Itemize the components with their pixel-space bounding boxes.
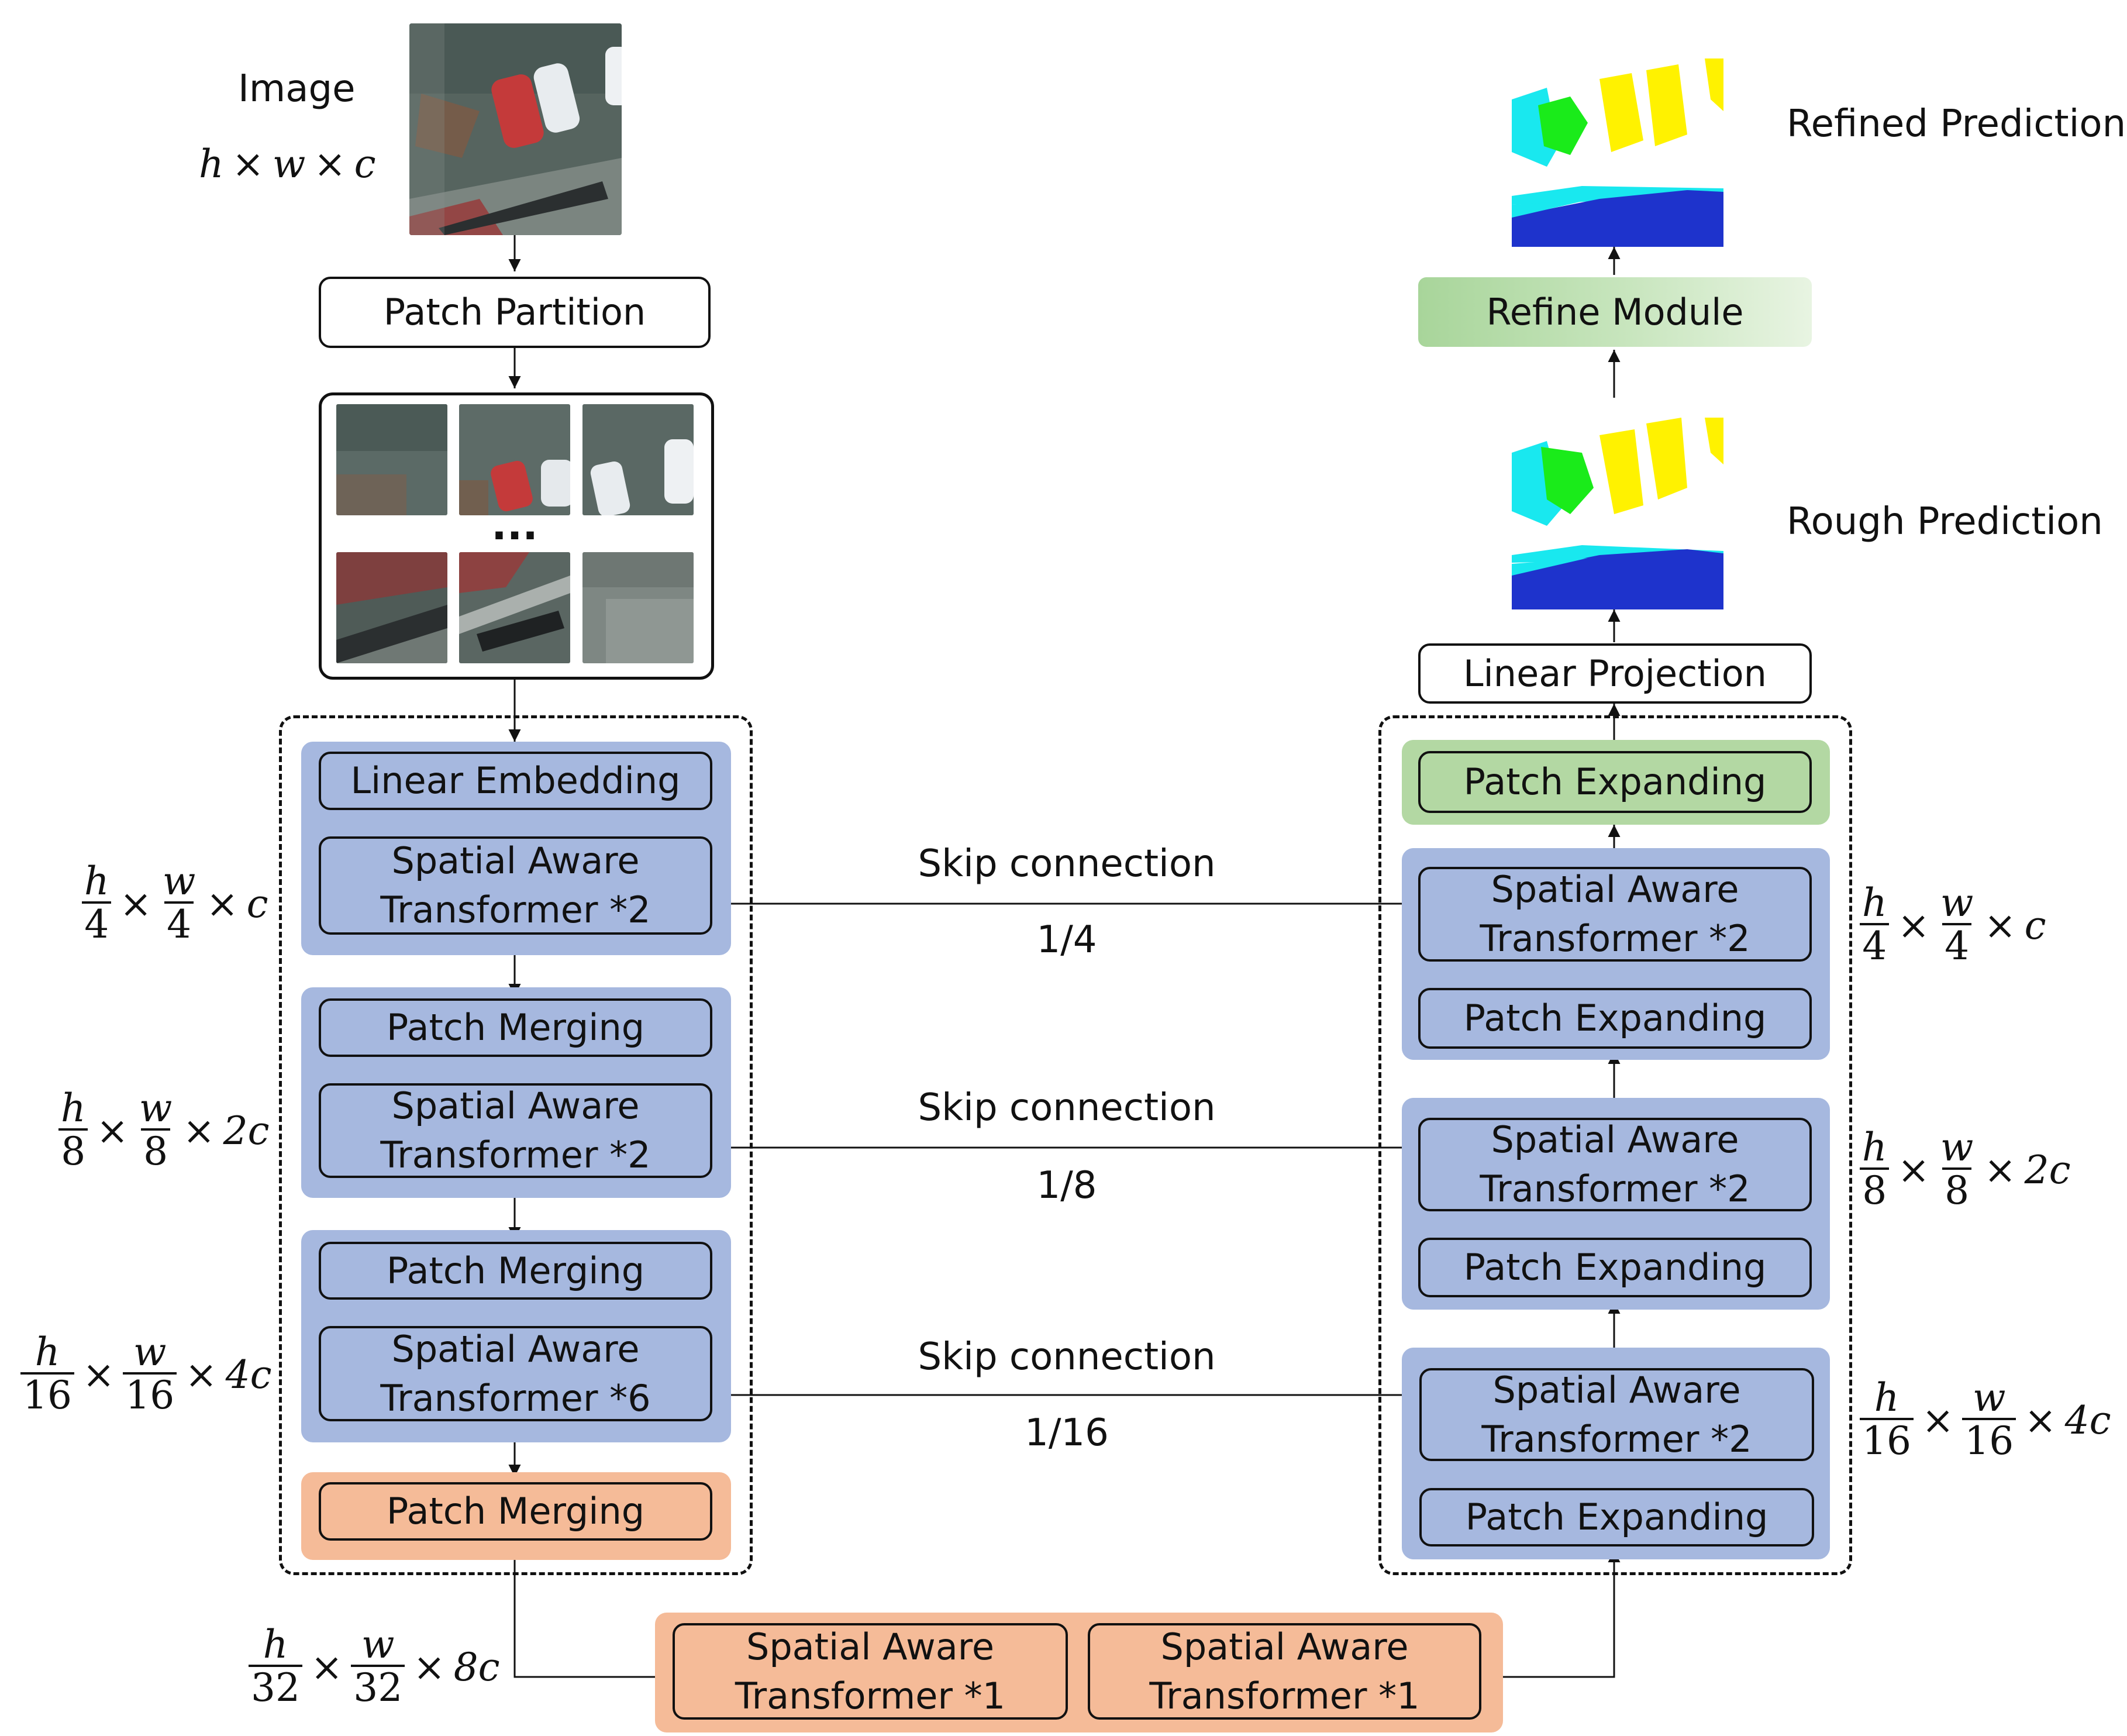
skip-label-3: Skip connection xyxy=(918,1335,1216,1379)
decoder-dashed-group xyxy=(1378,715,1852,1575)
encoder-sat-box-1: Spatial Aware Transformer *2 xyxy=(319,836,712,935)
refined-prediction-map xyxy=(1512,58,1723,247)
decoder-patch-expanding-box-1: Patch Expanding xyxy=(1418,988,1812,1049)
bottleneck-sat-box-1: Spatial Aware Transformer *1 xyxy=(673,1623,1068,1720)
skip-label-1: Skip connection xyxy=(918,842,1216,886)
refine-module-box: Refine Module xyxy=(1418,277,1812,347)
patch-tile-6 xyxy=(582,552,694,663)
patch-tile-5 xyxy=(459,552,570,663)
times-sign-2: × xyxy=(313,141,346,187)
patch-tile-2 xyxy=(459,404,570,515)
linear-projection-box: Linear Projection xyxy=(1418,643,1812,704)
encoder-patch-merging-box-1: Patch Merging xyxy=(319,998,712,1057)
dim-c: c xyxy=(354,141,376,187)
linear-embedding-box: Linear Embedding xyxy=(319,752,712,810)
rough-prediction-label: Rough Prediction xyxy=(1787,500,2103,543)
patch-tile-1 xyxy=(336,404,447,515)
skip-label-2: Skip connection xyxy=(918,1086,1216,1129)
arrow-bottleneck-to-decoder xyxy=(1481,1550,1621,1678)
refined-prediction-label: Refined Prediction xyxy=(1787,102,2126,146)
patch-partition-box: Patch Partition xyxy=(319,277,711,348)
skip-ratio-1: 1/4 xyxy=(1036,918,1097,962)
patch-grid-ellipsis: ... xyxy=(491,501,538,549)
times-sign-1: × xyxy=(232,141,264,187)
dim-w: w xyxy=(272,141,306,187)
decoder-sat-box-3: Spatial Aware Transformer *2 xyxy=(1419,1368,1814,1461)
input-aerial-image xyxy=(409,23,622,235)
decoder-sat-box-1: Spatial Aware Transformer *2 xyxy=(1418,867,1812,962)
bottleneck-sat-box-2: Spatial Aware Transformer *1 xyxy=(1088,1623,1481,1720)
dim-h: h xyxy=(199,141,224,187)
encoder-sat-box-3: Spatial Aware Transformer *6 xyxy=(319,1326,712,1421)
patch-tile-3 xyxy=(582,404,694,515)
patch-tile-4 xyxy=(336,552,447,663)
decoder-final-patch-expanding-box: Patch Expanding xyxy=(1418,751,1812,813)
encoder-dashed-group xyxy=(279,715,753,1575)
skip-ratio-2: 1/8 xyxy=(1036,1164,1097,1207)
image-dims: h×w×c xyxy=(199,137,376,190)
decoder-patch-expanding-box-3: Patch Expanding xyxy=(1419,1488,1814,1546)
skip-ratio-3: 1/16 xyxy=(1025,1411,1109,1455)
image-label: Image xyxy=(238,67,356,111)
decoder-sat-box-2: Spatial Aware Transformer *2 xyxy=(1418,1118,1812,1211)
rough-prediction-map xyxy=(1512,418,1723,609)
decoder-patch-expanding-box-2: Patch Expanding xyxy=(1418,1238,1812,1297)
arrow-merge-to-bottleneck xyxy=(513,1541,673,1683)
encoder-patch-merging-box-2: Patch Merging xyxy=(319,1242,712,1300)
encoder-final-patch-merging-box: Patch Merging xyxy=(319,1482,712,1541)
encoder-sat-box-2: Spatial Aware Transformer *2 xyxy=(319,1083,712,1178)
